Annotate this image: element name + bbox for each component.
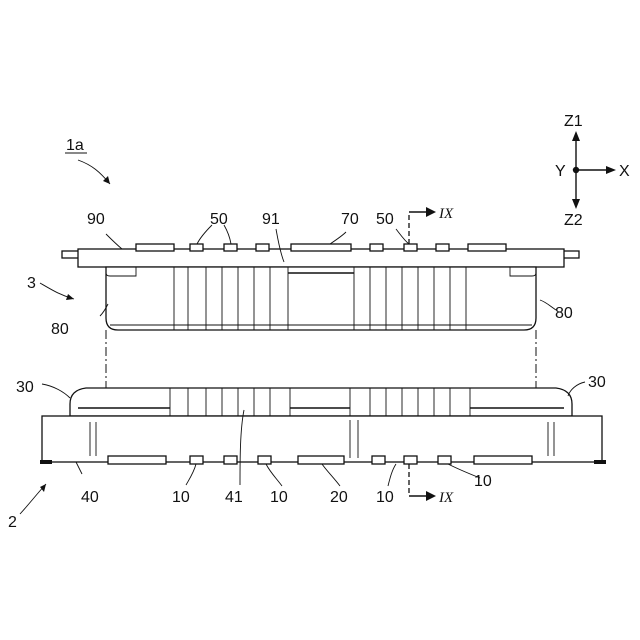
pad (108, 456, 166, 464)
axis-x: X (619, 163, 630, 180)
svg-text:IX: IX (438, 206, 454, 222)
axis-z1: Z1 (564, 113, 583, 130)
label-40: 40 (81, 489, 99, 506)
label-41: 41 (225, 489, 243, 506)
pad (468, 244, 506, 251)
pad (404, 456, 417, 464)
axis-y: Y (555, 163, 566, 180)
label-10-b: 10 (270, 489, 288, 506)
axis-indicator: Z1 Z2 X Y (555, 113, 630, 229)
label-10-c: 10 (376, 489, 394, 506)
label-30-left: 30 (16, 379, 34, 396)
ref-3: 3 (27, 275, 74, 300)
label-80-left: 80 (51, 321, 69, 338)
label-50-right: 50 (376, 211, 394, 228)
ref-1a: 1a (65, 137, 110, 184)
pad (291, 244, 351, 251)
pad (436, 244, 449, 251)
label-20: 20 (330, 489, 348, 506)
axis-z2: Z2 (564, 212, 583, 229)
pad (298, 456, 344, 464)
pad (224, 456, 237, 464)
section-indicator-top: IX (409, 206, 454, 244)
pad (474, 456, 532, 464)
label-90: 90 (87, 211, 105, 228)
label-30-right: 30 (588, 374, 606, 391)
pad (438, 456, 451, 464)
label-10-a: 10 (172, 489, 190, 506)
pad (258, 456, 271, 464)
label-70: 70 (341, 211, 359, 228)
svg-text:2: 2 (8, 514, 17, 531)
pad (404, 244, 417, 251)
upper-connector (62, 244, 579, 330)
lower-connector (40, 388, 606, 464)
svg-text:IX: IX (438, 490, 454, 506)
label-50-left: 50 (210, 211, 228, 228)
ref-2: 2 (8, 484, 46, 531)
pad (372, 456, 385, 464)
pad (190, 244, 203, 251)
pad (370, 244, 383, 251)
pad (224, 244, 237, 251)
pad (256, 244, 269, 251)
label-80-right: 80 (555, 305, 573, 322)
pad (136, 244, 174, 251)
svg-text:1a: 1a (66, 137, 84, 154)
label-10-d: 10 (474, 473, 492, 490)
section-indicator-bottom: IX (409, 464, 454, 506)
svg-text:3: 3 (27, 275, 36, 292)
label-91: 91 (262, 211, 280, 228)
pad (190, 456, 203, 464)
